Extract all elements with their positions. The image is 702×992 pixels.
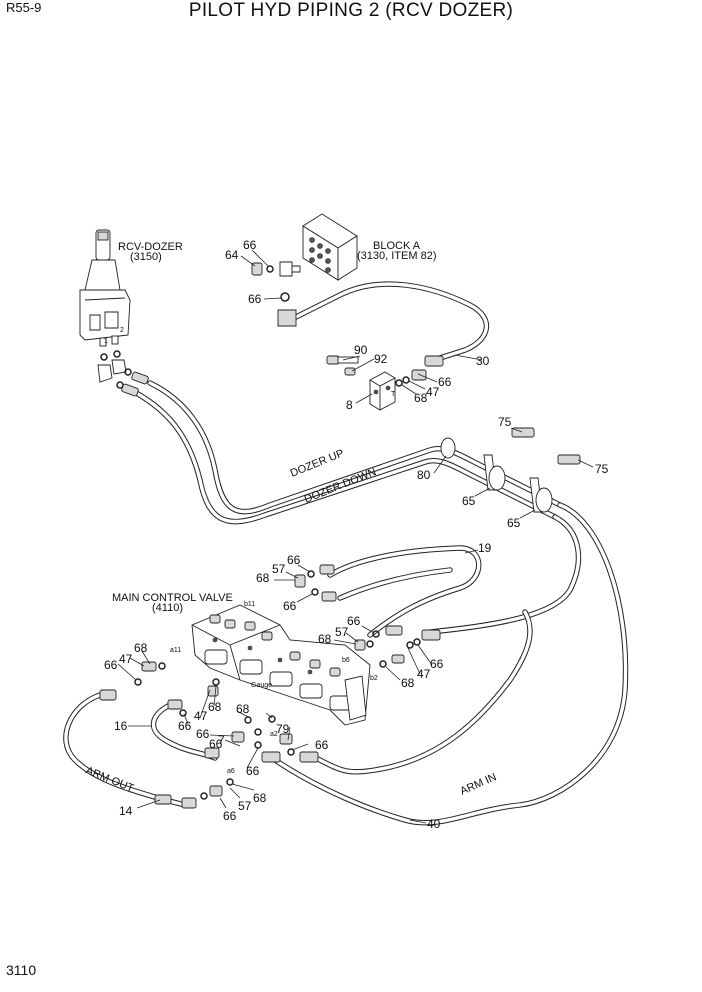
callout-numbers: 64 66 66 90 92 8 68 47 66 30 75 75 80 65…	[104, 238, 609, 831]
mcv-name: MAIN CONTROL VALVE	[112, 592, 233, 604]
mcv-ref: (4110)	[152, 602, 183, 614]
callout-7: 7	[218, 733, 225, 747]
port-b2: b2	[370, 675, 378, 682]
label-dozer-down: DOZER DOWN	[303, 466, 378, 506]
callout-68: 68	[134, 641, 148, 655]
callout-75: 75	[595, 462, 609, 476]
port-gauge: Gauge	[251, 682, 272, 689]
label-dozer-up: DOZER UP	[289, 447, 346, 479]
callout-66: 66	[243, 238, 257, 252]
callout-68: 68	[208, 700, 222, 714]
page-title: PILOT HYD PIPING 2 (RCV DOZER)	[188, 0, 514, 21]
hose-clamp-icon	[440, 437, 553, 513]
callout-66: 66	[248, 292, 262, 306]
port-b11: b11	[244, 601, 255, 608]
port-a2: a2	[270, 731, 278, 738]
callout-65: 65	[462, 494, 476, 508]
rcv-dozer-name: RCV-DOZER	[118, 241, 183, 253]
main-control-valve-icon	[191, 604, 371, 726]
hose-dozer-up	[147, 380, 563, 515]
callout-40: 40	[427, 817, 441, 831]
callout-66: 66	[246, 764, 260, 778]
callout-68: 68	[318, 632, 332, 646]
rcv-port-2: 2	[120, 327, 124, 334]
callout-68: 68	[236, 702, 250, 716]
block-a-icon	[302, 213, 358, 281]
page-number: 3110	[6, 962, 37, 978]
leader-lines	[117, 249, 594, 824]
callout-66: 66	[347, 614, 361, 628]
block-a-ref: (3130, ITEM 82)	[357, 250, 436, 262]
callout-57: 57	[335, 625, 349, 639]
callout-66: 66	[196, 727, 210, 741]
callout-68: 68	[253, 791, 267, 805]
callout-92: 92	[374, 352, 388, 366]
callout-66: 66	[315, 738, 329, 752]
callout-66: 66	[430, 657, 444, 671]
callout-47: 47	[194, 709, 208, 723]
port-t: T	[391, 391, 396, 398]
callout-90: 90	[354, 343, 368, 357]
callout-66: 66	[283, 599, 297, 613]
callout-57: 57	[238, 799, 252, 813]
callout-47: 47	[119, 652, 133, 666]
callout-30: 30	[476, 354, 490, 368]
callout-57: 57	[272, 562, 286, 576]
callout-47: 47	[426, 385, 440, 399]
callout-8: 8	[346, 398, 353, 412]
callout-64: 64	[225, 248, 239, 262]
block-a-name: BLOCK A	[373, 240, 421, 252]
callout-16: 16	[114, 719, 128, 733]
hose-19b	[337, 567, 453, 601]
callout-66: 66	[438, 375, 452, 389]
label-arm-out: ARM OUT	[84, 765, 136, 795]
port-b6: b6	[342, 657, 350, 664]
callout-66: 66	[287, 553, 301, 567]
model-code: R55-9	[6, 0, 42, 15]
callout-47: 47	[417, 667, 431, 681]
callout-14: 14	[119, 804, 133, 818]
label-arm-in: ARM IN	[458, 771, 498, 798]
callout-66: 66	[223, 809, 237, 823]
callout-68: 68	[414, 391, 428, 405]
hose-to-b6	[427, 514, 582, 635]
callout-65: 65	[507, 516, 521, 530]
callout-66: 66	[104, 658, 118, 672]
callout-68: 68	[401, 676, 415, 690]
callout-79: 79	[276, 722, 290, 736]
rcv-port-1: 1	[104, 338, 108, 345]
callout-75: 75	[498, 415, 512, 429]
check-valve-icon	[369, 371, 396, 411]
hose-routing	[63, 281, 629, 826]
hose-30	[287, 281, 490, 361]
callout-68: 68	[256, 571, 270, 585]
port-a11: a11	[170, 647, 181, 654]
callout-66: 66	[178, 719, 192, 733]
callout-19: 19	[478, 541, 492, 555]
port-a6: a6	[227, 768, 235, 775]
rcv-dozer-ref: (3150)	[130, 251, 162, 263]
callout-80: 80	[417, 468, 431, 482]
rcv-joystick-icon	[79, 229, 131, 383]
callout-66: 66	[209, 737, 223, 751]
